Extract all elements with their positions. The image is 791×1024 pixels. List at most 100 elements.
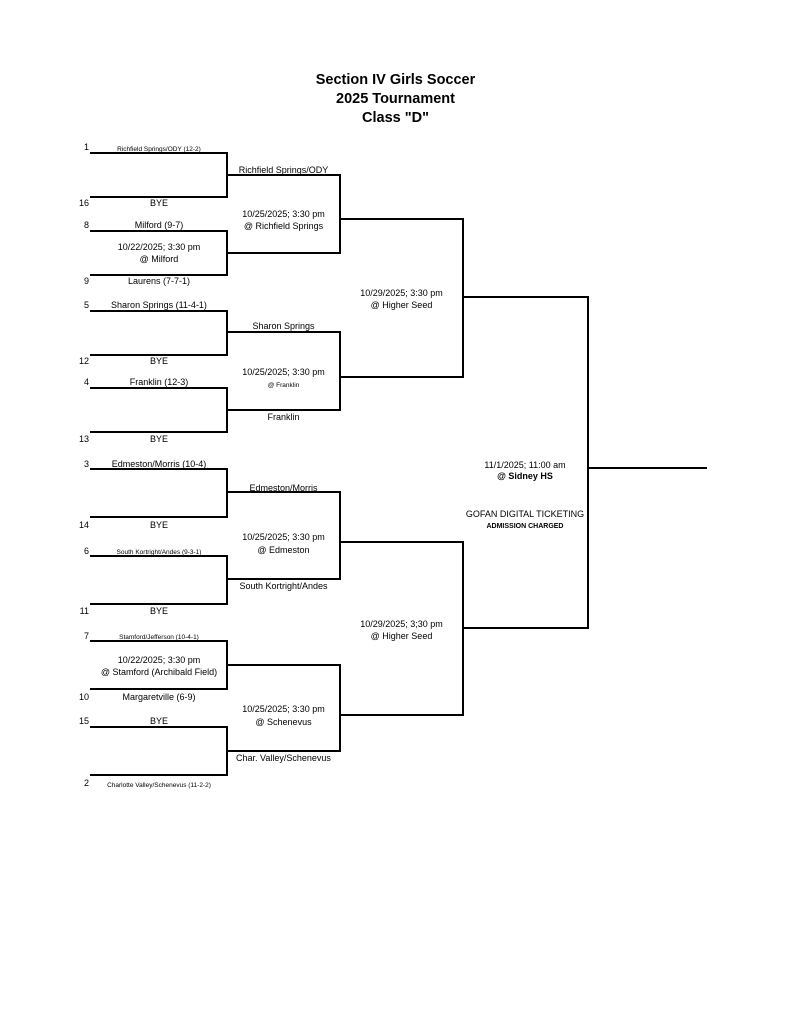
team-name: BYE [149,198,168,208]
seed-number: 13 [78,434,89,444]
seed-number: 4 [83,377,89,387]
bracket-line [90,726,228,728]
bracket-line [90,555,228,557]
bracket-line [90,152,228,154]
bracket-connector [587,296,589,629]
bracket-line [90,431,228,433]
bracket-line [90,230,228,232]
seed-number: 8 [83,220,89,230]
game-site: @ Stamford (Archibald Field) [100,667,218,677]
game-site: @ Milford [139,254,179,264]
bracket-connector [339,331,341,411]
final-site: @ Sidney HS [497,471,553,481]
game-site: @ Richfield Springs [243,221,324,231]
team-name: Laurens (7-7-1) [127,276,191,286]
advancing-team: Franklin [267,412,300,422]
team-name: BYE [149,356,168,366]
team-name: Stamford/Jefferson (10-4-1) [119,634,199,641]
seed-number: 12 [78,356,89,366]
bracket-connector [339,491,341,580]
game-date: 10/22/2025; 3:30 pm [117,242,201,252]
bracket-connector [462,218,464,378]
seed-number: 7 [83,631,89,641]
bracket-line [340,218,464,220]
game-date: 10/25/2025; 3:30 pm [242,367,325,377]
admission-note: ADMISSION CHARGED [486,523,564,530]
seed-number: 15 [78,716,89,726]
team-name: Richfield Springs/ODY (12-2) [117,146,201,153]
advancing-team: Char. Valley/Schenevus [236,753,331,763]
team-name: Sharon Springs (11-4-1) [111,300,207,310]
advancing-team: Sharon Springs [252,321,315,331]
game-site: @ Higher Seed [370,300,433,310]
advancing-team: Richfield Springs/ODY [238,165,329,175]
bracket-connector [226,468,228,518]
seed-number: 9 [83,276,89,286]
bracket-line [227,664,341,666]
bracket-line [340,714,464,716]
team-name: Franklin (12-3) [129,377,189,387]
bracket-line [227,491,341,493]
team-name: BYE [149,520,168,530]
seed-number: 11 [79,606,89,616]
bracket-connector [226,310,228,356]
game-date: 10/25/2025; 3:30 pm [242,704,325,714]
game-date: 10/29/2025; 3:30 pm [360,288,443,298]
advancing-team: Edmeston/Morris [249,483,318,493]
game-site: @ Franklin [267,382,300,389]
game-site: @ Schenevus [255,717,312,727]
bracket-line [90,468,228,470]
team-name: Charlotte Valley/Schenevus (11-2-2) [107,782,211,789]
game-date: 10/25/2025; 3:30 pm [242,209,325,219]
seed-number: 1 [83,142,89,152]
seed-number: 10 [78,692,89,702]
bracket-line [227,174,341,176]
bracket-line [90,310,228,312]
game-site: @ Higher Seed [370,631,433,641]
game-date: 10/22/2025; 3:30 pm [117,655,201,665]
bracket-line [227,252,341,254]
bracket-line [90,274,228,276]
game-site: @ Edmeston [257,545,310,555]
team-name: BYE [149,434,168,444]
bracket-line [90,387,228,389]
team-name: BYE [149,716,168,726]
bracket-line [227,409,341,411]
bracket-line [90,603,228,605]
bracket-line [227,750,341,752]
team-name: Edmeston/Morris (10-4) [111,459,207,469]
final-date: 11/1/2025; 11:00 am [484,460,566,470]
bracket-line [90,196,228,198]
bracket-line [227,331,341,333]
game-date: 10/25/2025; 3:30 pm [242,532,325,542]
team-name: South Kortright/Andes (9-3-1) [116,549,202,556]
bracket-line [227,578,341,580]
bracket-line [340,376,464,378]
bracket-line [463,627,589,629]
bracket-line [463,296,589,298]
game-date: 10/29/2025; 3;30 pm [360,619,443,629]
bracket-line [90,354,228,356]
bracket-class: Class "D" [362,110,429,126]
seed-number: 5 [83,300,89,310]
bracket-connector [339,174,341,254]
bracket-line [90,640,228,642]
bracket-subtitle: 2025 Tournament [336,91,455,107]
bracket-connector [339,664,341,752]
seed-number: 16 [78,198,89,208]
team-name: Milford (9-7) [134,220,184,230]
seed-number: 6 [83,546,89,556]
team-name: Margaretville (6-9) [122,692,196,702]
bracket-connector [226,555,228,605]
team-name: BYE [149,606,168,616]
bracket-line [90,688,228,690]
advancing-team: South Kortright/Andes [239,581,328,591]
seed-number: 14 [78,520,89,530]
ticketing-note: GOFAN DIGITAL TICKETING [465,509,585,519]
bracket-title: Section IV Girls Soccer [315,72,476,88]
seed-number: 3 [83,459,89,469]
seed-number: 2 [83,778,89,788]
bracket-line [90,774,228,776]
champion-line [588,467,707,469]
bracket-line [90,516,228,518]
